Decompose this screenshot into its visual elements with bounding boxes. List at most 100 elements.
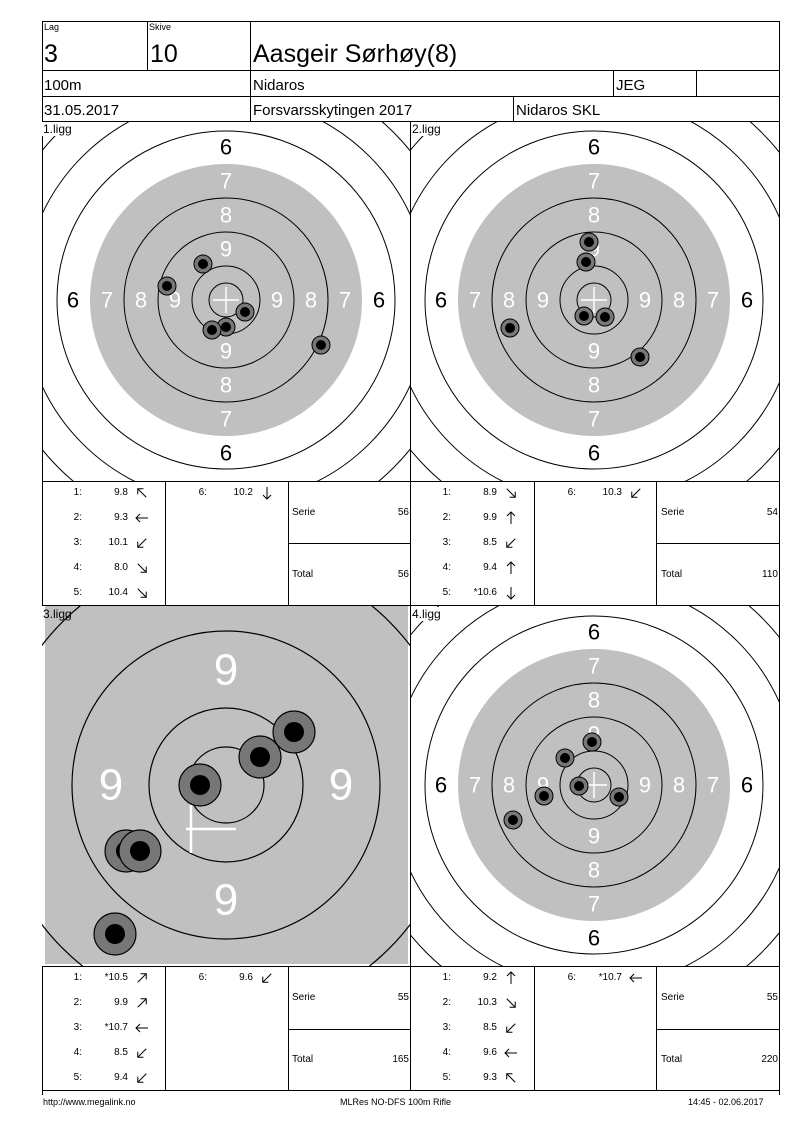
direction-arrow-icon [503, 510, 519, 526]
ring-number: 6 [67, 288, 79, 313]
shot-score: 10.3 [602, 487, 622, 498]
shot-hole [207, 325, 217, 335]
zoom-ring [148, 707, 304, 863]
shot-hole [198, 259, 208, 269]
ring-number: 6 [435, 773, 447, 798]
shot-score: 8.0 [114, 562, 128, 573]
ring-number: 8 [503, 288, 515, 313]
total-score: 110 [762, 569, 778, 580]
ring-inner [576, 282, 612, 318]
shot-hole [105, 924, 125, 944]
shot-score: 9.9 [483, 512, 497, 523]
direction-arrow-icon [628, 485, 644, 501]
organizer: Nidaros SKL [516, 102, 601, 119]
serie-score: 55 [766, 992, 778, 1003]
shot-score: 9.6 [483, 1047, 497, 1058]
shot-number: 6: [198, 487, 207, 498]
ring-number: 9 [220, 237, 232, 262]
date: 31.05.2017 [44, 102, 120, 119]
ring-number: 9 [639, 288, 651, 313]
shot-number: 3: [442, 1022, 451, 1033]
shot-score: 9.4 [483, 562, 497, 573]
shot-hole [508, 815, 518, 825]
serie-label: Serie [292, 992, 316, 1003]
shot-number: 2: [73, 512, 82, 523]
ring-number: 9 [588, 339, 600, 364]
ring-number: 6 [588, 620, 600, 645]
shot-number: 1: [73, 487, 82, 498]
ring-number: 9 [329, 761, 353, 810]
ring-number: 8 [220, 373, 232, 398]
series-1-caption: 1.ligg [42, 122, 73, 136]
shot-hole [190, 775, 210, 795]
shot-number: 6: [198, 972, 207, 983]
shot-score: 8.5 [483, 1022, 497, 1033]
ring-number: 6 [588, 926, 600, 951]
skive-value: 10 [150, 40, 178, 68]
total-score: 56 [397, 569, 409, 580]
ring-number: 7 [588, 407, 600, 432]
shot-number: 3: [73, 537, 82, 548]
shot-number: 5: [442, 1072, 451, 1083]
shot-number: 1: [442, 487, 451, 498]
direction-arrow-icon [259, 485, 275, 501]
ring-inner [208, 282, 244, 318]
shot-hole [560, 753, 570, 763]
shot-hole [316, 340, 326, 350]
ring-number: 7 [220, 169, 232, 194]
shot-score: *10.7 [598, 972, 622, 983]
shot-hole [221, 322, 231, 332]
direction-arrow-icon [134, 485, 150, 501]
total-label: Total [661, 569, 683, 580]
ring-number: 8 [588, 688, 600, 713]
ring-number: 9 [99, 761, 123, 810]
shot-hole [240, 307, 250, 317]
shot-number: 4: [73, 1047, 82, 1058]
ring-number: 6 [741, 773, 753, 798]
shot-hole [614, 792, 624, 802]
direction-arrow-icon [134, 1070, 150, 1086]
direction-arrow-icon [134, 970, 150, 986]
ring-number: 8 [305, 288, 317, 313]
direction-arrow-icon [134, 560, 150, 576]
shooter-name: Aasgeir Sørhøy(8) [253, 40, 458, 68]
shot-number: 3: [73, 1022, 82, 1033]
ring-number: 9 [214, 876, 238, 925]
shot-score: 8.5 [114, 1047, 128, 1058]
direction-arrow-icon [628, 970, 644, 986]
shot-hole [574, 781, 584, 791]
shot-number: 4: [73, 562, 82, 573]
shot-score: 10.4 [108, 587, 128, 598]
lag-value: 3 [44, 40, 58, 68]
ring-8 [491, 197, 697, 403]
ring-number: 6 [741, 288, 753, 313]
shot-hole [284, 722, 304, 742]
direction-arrow-icon [503, 970, 519, 986]
ring-number: 7 [588, 654, 600, 679]
shot-number: 2: [73, 997, 82, 1008]
shot-score: 10.1 [108, 537, 128, 548]
direction-arrow-icon [134, 585, 150, 601]
direction-arrow-icon [503, 1045, 519, 1061]
ring-number: 7 [469, 773, 481, 798]
shot-score: 9.4 [114, 1072, 128, 1083]
direction-arrow-icon [503, 560, 519, 576]
shot-number: 5: [73, 587, 82, 598]
direction-arrow-icon [503, 485, 519, 501]
shot-hole [505, 323, 515, 333]
series-4-caption: 4.ligg [411, 607, 442, 621]
ring-number: 6 [588, 135, 600, 160]
ring-number: 7 [339, 288, 351, 313]
shot-hole [584, 237, 594, 247]
shot-score: 9.8 [114, 487, 128, 498]
ring-number: 8 [220, 203, 232, 228]
direction-arrow-icon [503, 1070, 519, 1086]
ring-8 [123, 197, 329, 403]
shot-score: 9.6 [239, 972, 253, 983]
total-label: Total [292, 1054, 314, 1065]
footer-url[interactable]: http://www.megalink.no [43, 1097, 136, 1107]
shot-number: 4: [442, 1047, 451, 1058]
